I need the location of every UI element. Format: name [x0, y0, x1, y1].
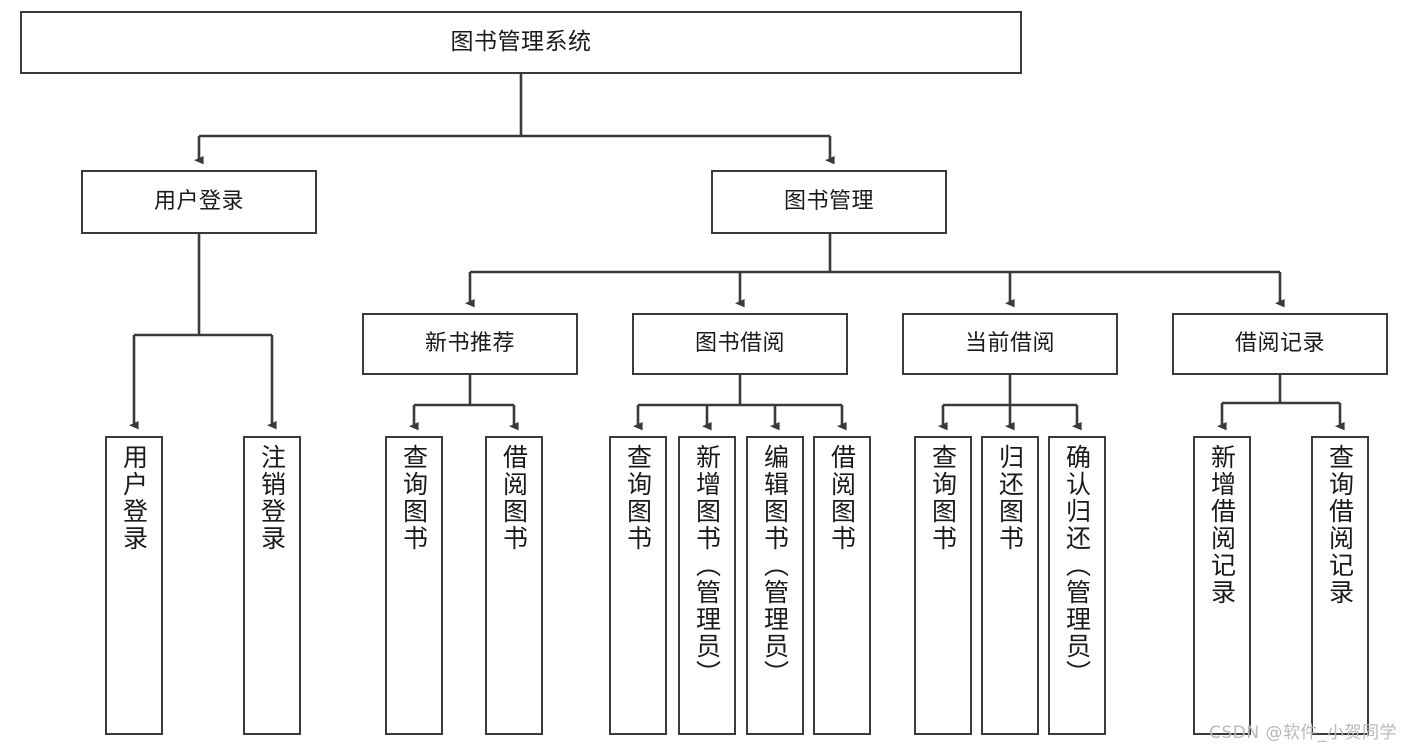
node-label: 查询图书 [399, 444, 429, 552]
node-leaf-return-book[interactable]: 归还图书 [981, 436, 1039, 735]
node-label: 用户登录 [153, 189, 244, 215]
node-label: 归还图书 [995, 444, 1025, 552]
node-new-book-recommend[interactable]: 新书推荐 [362, 313, 578, 375]
node-label: 编辑图书（管理员） [760, 444, 790, 687]
watermark-csdn: CSDN @软件_小贺同学 [1209, 723, 1397, 743]
node-borrow-record[interactable]: 借阅记录 [1172, 313, 1388, 375]
node-label: 新增借阅记录 [1207, 444, 1237, 606]
node-leaf-confirm-return[interactable]: 确认归还（管理员） [1048, 436, 1106, 735]
node-label: 新增图书（管理员） [692, 444, 722, 687]
node-leaf-query-book-3[interactable]: 查询图书 [914, 436, 972, 735]
node-book-management[interactable]: 图书管理 [711, 170, 947, 234]
node-label: 图书管理系统 [450, 28, 592, 55]
node-leaf-query-book-1[interactable]: 查询图书 [385, 436, 443, 735]
node-leaf-borrow-book-1[interactable]: 借阅图书 [485, 436, 543, 735]
node-label: 借阅记录 [1234, 331, 1325, 357]
node-label: 查询借阅记录 [1325, 444, 1355, 606]
node-root-system[interactable]: 图书管理系统 [20, 11, 1022, 74]
node-leaf-query-book-2[interactable]: 查询图书 [609, 436, 667, 735]
node-user-login[interactable]: 用户登录 [81, 170, 317, 234]
node-label: 确认归还（管理员） [1062, 444, 1092, 687]
node-leaf-edit-book[interactable]: 编辑图书（管理员） [746, 436, 804, 735]
node-label: 借阅图书 [827, 444, 857, 552]
node-label: 查询图书 [623, 444, 653, 552]
node-leaf-borrow-book-2[interactable]: 借阅图书 [813, 436, 871, 735]
node-book-borrow[interactable]: 图书借阅 [632, 313, 848, 375]
node-label: 新书推荐 [424, 331, 515, 357]
node-leaf-user-login[interactable]: 用户登录 [105, 436, 163, 735]
node-leaf-query-record[interactable]: 查询借阅记录 [1311, 436, 1369, 735]
node-label: 借阅图书 [499, 444, 529, 552]
node-label: 当前借阅 [964, 331, 1055, 357]
node-label: 查询图书 [928, 444, 958, 552]
node-label: 图书借阅 [694, 331, 785, 357]
node-label: 图书管理 [783, 189, 874, 215]
node-current-borrow[interactable]: 当前借阅 [902, 313, 1118, 375]
node-leaf-logout-login[interactable]: 注销登录 [243, 436, 301, 735]
node-label: 用户登录 [119, 444, 149, 552]
node-leaf-add-book[interactable]: 新增图书（管理员） [678, 436, 736, 735]
node-label: 注销登录 [257, 444, 287, 552]
node-leaf-add-record[interactable]: 新增借阅记录 [1193, 436, 1251, 735]
